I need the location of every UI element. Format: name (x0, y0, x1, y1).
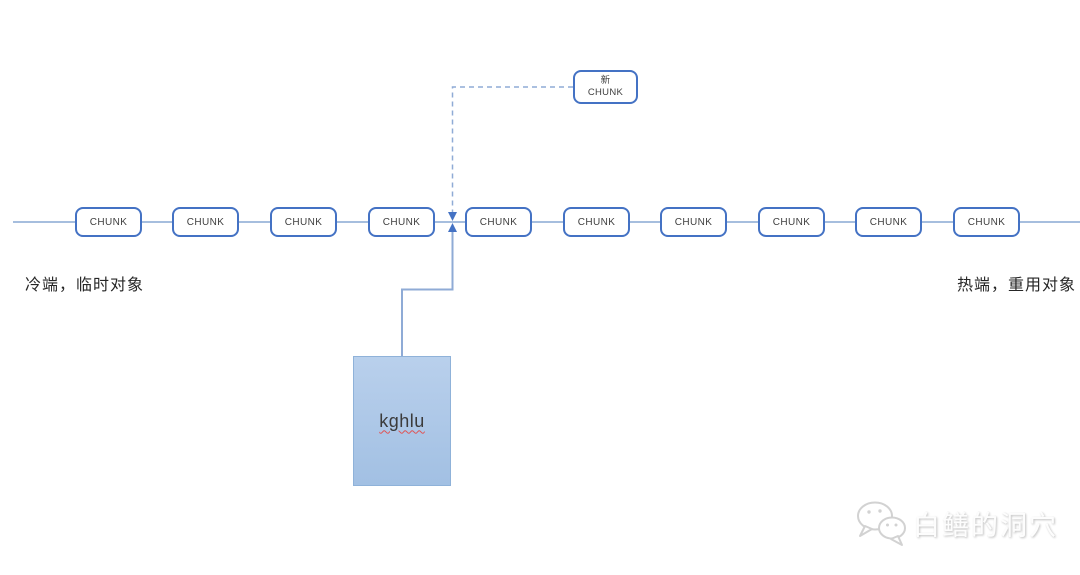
chunk-node: CHUNK (368, 207, 435, 237)
new-chunk-label-line1: 新 (600, 75, 611, 87)
chunk-label: CHUNK (869, 216, 908, 228)
chunk-node: CHUNK (465, 207, 532, 237)
watermark-text: 白鳝的洞穴 (913, 510, 1058, 541)
chunk-label: CHUNK (772, 216, 811, 228)
chunk-node: CHUNK (953, 207, 1020, 237)
watermark: 白鳝的洞穴 (854, 499, 1058, 547)
chunk-label: CHUNK (577, 216, 616, 228)
chunk-label: CHUNK (186, 216, 225, 228)
new-chunk-dashed-connector (451, 86, 573, 212)
wechat-icon (857, 501, 906, 546)
chunk-label: CHUNK (89, 216, 128, 228)
chunk-node: CHUNK (660, 207, 727, 237)
chunk-node: CHUNK (270, 207, 337, 237)
chunk-node: CHUNK (758, 207, 825, 237)
hot-end-label: 热端，重用对象 (956, 277, 1076, 294)
new-chunk-label-line2: CHUNK (587, 87, 624, 98)
chunk-node: CHUNK (855, 207, 922, 237)
chunk-label: CHUNK (284, 216, 323, 228)
chunk-label: CHUNK (382, 216, 421, 228)
chunk-label: CHUNK (967, 216, 1006, 228)
allocator-label: kghlu (379, 410, 425, 431)
arrow-up-icon (448, 223, 457, 232)
allocator-box: kghlu (353, 356, 451, 486)
arrow-down-icon (448, 212, 457, 221)
cold-end-label: 冷端，临时对象 (25, 277, 145, 294)
allocator-connector (401, 232, 454, 356)
chunk-label: CHUNK (479, 216, 518, 228)
chunk-node: CHUNK (75, 207, 142, 237)
chunk-label: CHUNK (674, 216, 713, 228)
new-chunk-node: 新 CHUNK (573, 70, 638, 104)
chunk-node: CHUNK (563, 207, 630, 237)
chunk-node: CHUNK (172, 207, 239, 237)
